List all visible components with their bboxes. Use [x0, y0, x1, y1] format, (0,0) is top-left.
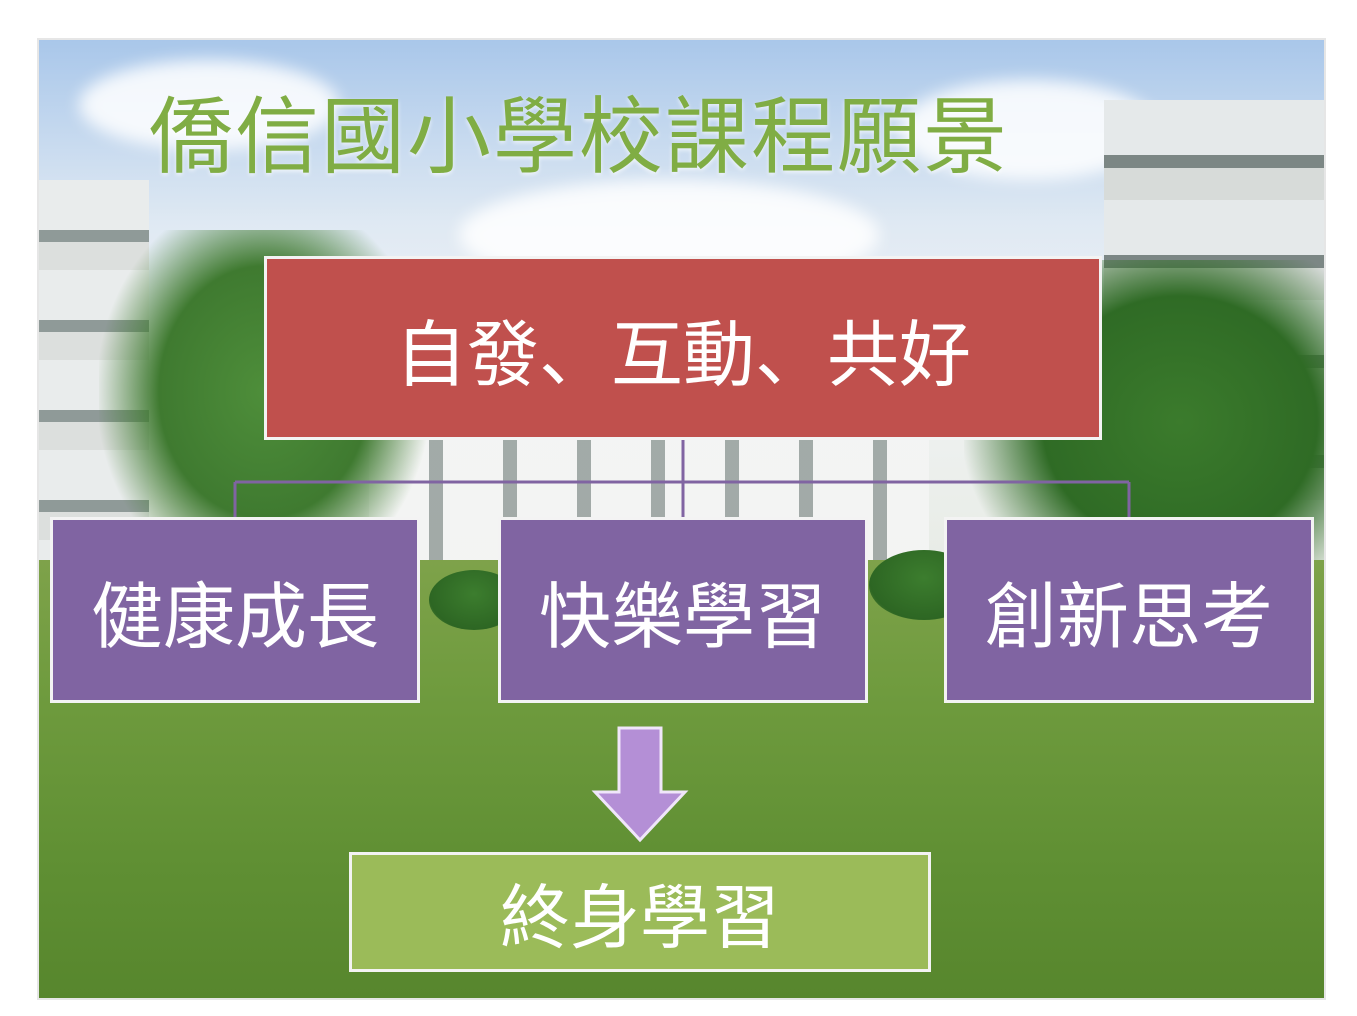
- outcome-box: 終身學習: [349, 852, 931, 972]
- slide-title: 僑信國小學校課程願景: [149, 88, 1010, 186]
- pillar-box-innovation: 創新思考: [944, 517, 1314, 703]
- pillar-box-health: 健康成長: [50, 517, 420, 703]
- pillar-label: 快樂學習: [538, 574, 827, 659]
- pillar-label: 創新思考: [984, 574, 1273, 659]
- pillar-box-happy-learning: 快樂學習: [498, 517, 868, 703]
- outcome-label: 終身學習: [500, 876, 780, 959]
- core-values-label: 自發、互動、共好: [394, 312, 971, 397]
- diagram-connectors: [233, 440, 1131, 843]
- cloud: [79, 60, 339, 150]
- slide: 僑信國小學校課程願景 自發、互動、共好 健康成長 快樂學習 創新思考 終身學習: [37, 38, 1326, 1000]
- pillar-label: 健康成長: [90, 574, 379, 659]
- core-values-box: 自發、互動、共好: [264, 256, 1102, 440]
- down-arrow-icon: [591, 726, 689, 843]
